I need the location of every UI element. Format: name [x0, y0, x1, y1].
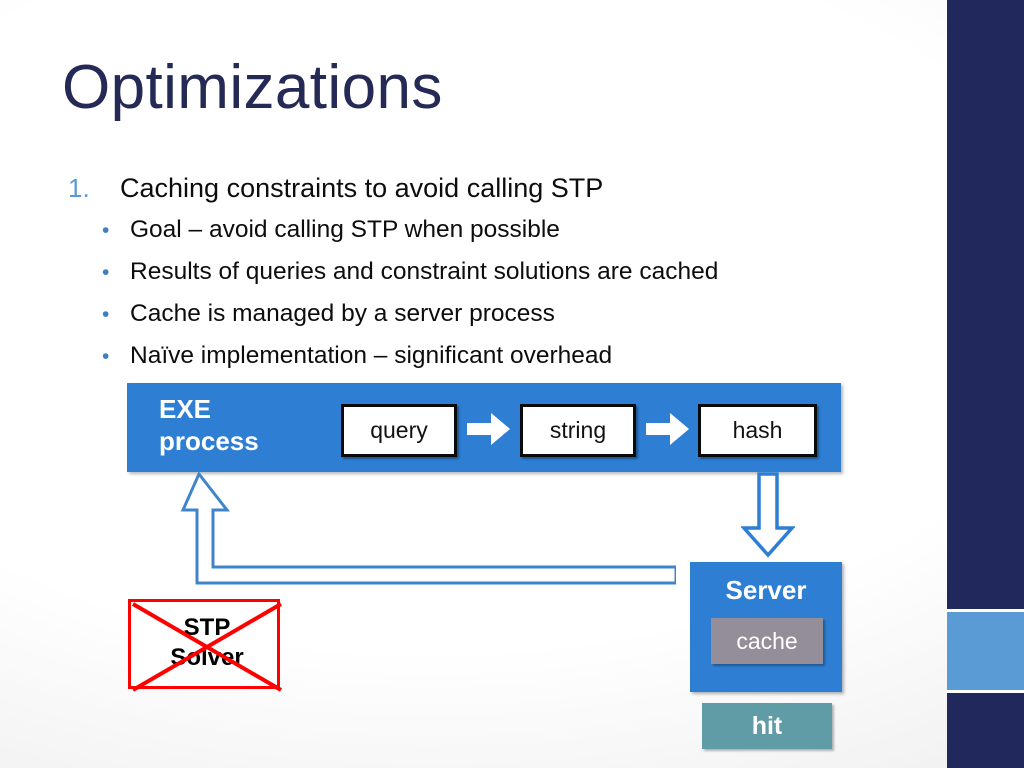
server-box: Server cache — [690, 562, 842, 692]
pipeline-node-query: query — [341, 404, 457, 457]
exe-process-label: EXE process — [159, 393, 334, 457]
hit-box: hit — [702, 703, 832, 749]
bullet-list: 1. Caching constraints to avoid calling … — [68, 168, 918, 377]
pipeline-node-hash: hash — [698, 404, 817, 457]
cross-out-icon — [131, 602, 283, 692]
arrow-return-icon — [180, 472, 676, 585]
bullet-dot-icon: • — [102, 261, 110, 284]
page-title: Optimizations — [62, 53, 443, 122]
bullet-dot-icon: • — [102, 219, 110, 242]
list-item: • Naïve implementation – significant ove… — [98, 335, 918, 377]
arrow-right-icon — [646, 413, 689, 445]
list-item: • Results of queries and constraint solu… — [98, 251, 918, 293]
list-item: • Cache is managed by a server process — [98, 293, 918, 335]
list-item-label: Cache is managed by a server process — [130, 300, 555, 327]
bullet-dot-icon: • — [102, 345, 110, 368]
exe-process-label-line1: EXE — [159, 394, 212, 424]
stp-solver-box: STP Solver — [128, 599, 283, 692]
list-item-label: Caching constraints to avoid calling STP — [120, 173, 604, 203]
server-label: Server — [725, 575, 807, 605]
list-item: • Goal – avoid calling STP when possible — [98, 209, 918, 251]
sidebar-accent-band — [947, 612, 1024, 690]
exe-process-label-line2: process — [159, 426, 259, 456]
cache-box: cache — [711, 618, 823, 664]
pipeline-node-string: string — [520, 404, 636, 457]
list-item: 1. Caching constraints to avoid calling … — [68, 168, 918, 209]
arrow-right-icon — [467, 413, 510, 445]
list-item-label: Results of queries and constraint soluti… — [130, 258, 719, 285]
sidebar-divider-bottom — [947, 690, 1024, 693]
arrow-down-icon — [741, 472, 795, 558]
list-item-label: Goal – avoid calling STP when possible — [130, 216, 560, 243]
sidebar-divider-top — [947, 609, 1024, 612]
list-item-label: Naïve implementation – significant overh… — [130, 342, 613, 369]
list-item-number: 1. — [68, 173, 90, 203]
bullet-dot-icon: • — [102, 303, 110, 326]
